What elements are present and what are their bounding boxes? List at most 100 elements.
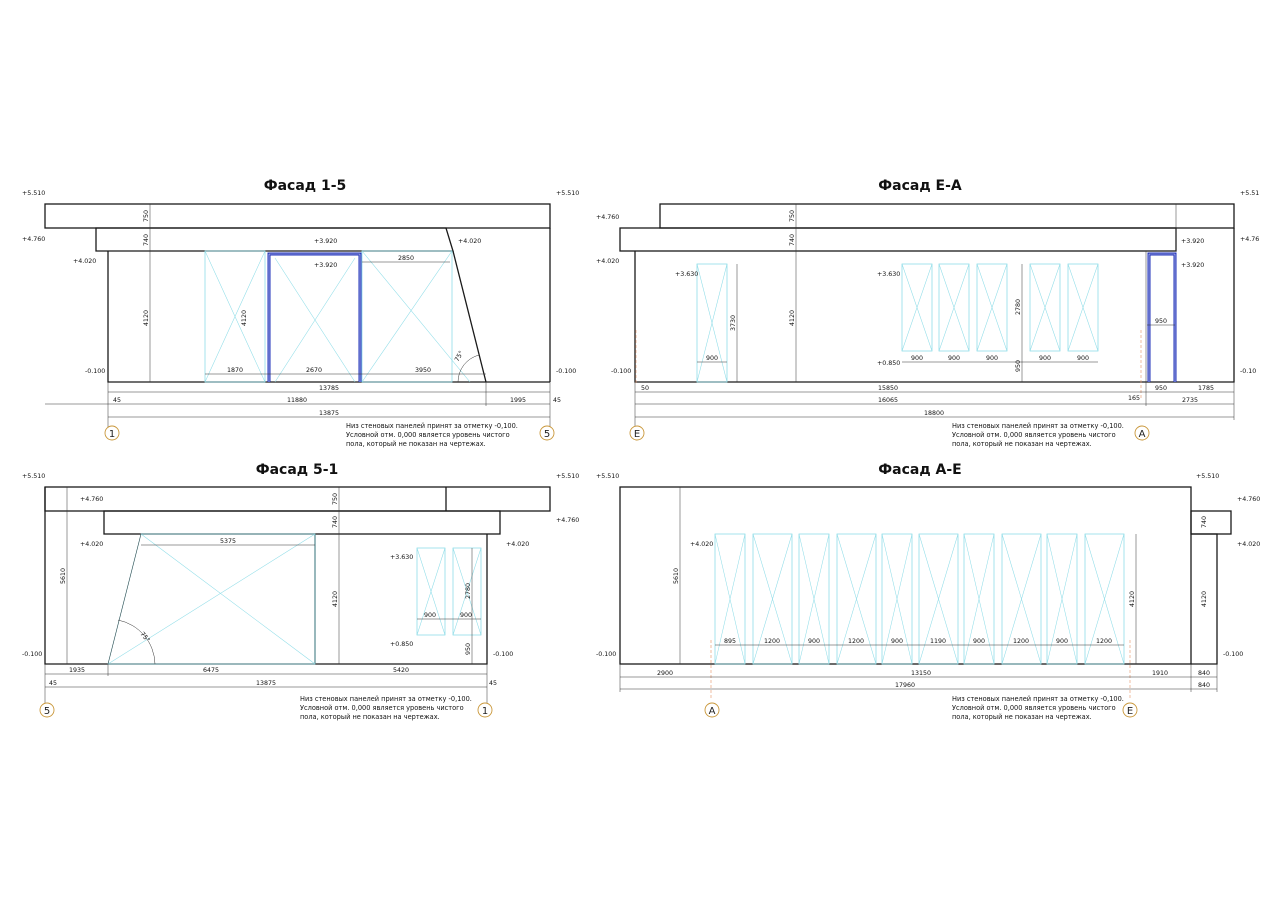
facade-1-5: Фасад 1-5 75° 750 740 4120 4120 2850 187…	[22, 178, 579, 448]
note-line: Условной отм. 0,000 является уровень чис…	[952, 431, 1116, 439]
gate-cross	[107, 533, 316, 665]
wall-outline	[44, 487, 488, 665]
window-cross	[452, 547, 482, 636]
elevation-mark: +4.76	[1240, 236, 1259, 243]
note-line: Условной отм. 0,000 является уровень чис…	[346, 431, 510, 439]
dim-45: 45	[49, 680, 57, 687]
facade-a-e: Фасад А-Е	[596, 462, 1260, 721]
dim-2735: 2735	[1182, 397, 1198, 404]
window-group	[901, 263, 1099, 352]
elevation-mark: +5.510	[556, 473, 579, 480]
dim-11880: 11880	[287, 397, 307, 404]
elevation-mark: +4.020	[80, 541, 103, 548]
note-line: Низ стеновых панелей принят за отметку -…	[300, 695, 472, 703]
window-cross	[696, 263, 728, 383]
axis-label: 5	[544, 429, 550, 440]
roof-band	[619, 227, 1177, 252]
elevation-mark: +3.920	[1181, 262, 1204, 269]
dim-3950: 3950	[415, 367, 431, 374]
elevation-mark: +3.920	[1181, 238, 1204, 245]
window	[901, 263, 933, 352]
facade-title: Фасад А-Е	[878, 462, 961, 478]
axis-marker	[1134, 425, 1150, 441]
dim-4120: 4120	[241, 310, 248, 326]
elevation-mark: +4.020	[690, 541, 713, 548]
window-cross	[752, 533, 793, 665]
window	[452, 547, 482, 636]
dim-900: 900	[973, 638, 985, 645]
elevation-mark: +3.630	[675, 271, 698, 278]
window-cross	[714, 533, 746, 665]
elevation-mark: +5.51	[1240, 190, 1259, 197]
window-cross	[976, 263, 1008, 352]
dim-4120: 4120	[143, 310, 150, 326]
window	[938, 263, 970, 352]
window	[836, 533, 877, 665]
dim-895: 895	[724, 638, 736, 645]
elevation-mark: +3.920	[314, 262, 337, 269]
dim-13150: 13150	[911, 670, 931, 677]
door-frame-inner	[1148, 253, 1176, 382]
window	[976, 263, 1008, 352]
axis-label: 1	[482, 706, 488, 717]
parapet-band	[659, 203, 1235, 229]
parapet-band	[44, 203, 551, 229]
dim-165: 165	[1128, 395, 1140, 402]
note-line: пола, который не показан на чертежах.	[952, 440, 1092, 448]
elevation-mark: +5.510	[556, 190, 579, 197]
dim-2850: 2850	[398, 255, 414, 262]
elevation-mark: -0.100	[596, 651, 616, 658]
dim-13785: 13785	[319, 385, 339, 392]
dim-950: 950	[1155, 385, 1167, 392]
window-cross	[881, 533, 913, 665]
window	[963, 533, 995, 665]
dim-45: 45	[489, 680, 497, 687]
axis-label: 1	[109, 429, 115, 440]
dim-900: 900	[1039, 355, 1051, 362]
window-cross	[963, 533, 995, 665]
note-line: Условной отм. 0,000 является уровень чис…	[952, 704, 1116, 712]
dim-2900: 2900	[657, 670, 673, 677]
elevation-mark: +5.510	[22, 190, 45, 197]
elevation-mark: +4.760	[1237, 496, 1260, 503]
angle-label: 75°	[453, 349, 466, 363]
window	[1001, 533, 1042, 665]
elevation-mark: +4.760	[22, 236, 45, 243]
dim-13875: 13875	[319, 410, 339, 417]
note-line: Низ стеновых панелей принят за отметку -…	[952, 422, 1124, 430]
window	[1084, 533, 1125, 665]
window	[798, 533, 830, 665]
axis-marker	[539, 425, 555, 441]
elevation-mark: +4.020	[73, 258, 96, 265]
dim-16065: 16065	[878, 397, 898, 404]
elevation-mark: +0.850	[390, 641, 413, 648]
glazing-cross	[204, 250, 266, 383]
dim-2780: 2780	[465, 583, 472, 599]
elevation-mark: +4.020	[506, 541, 529, 548]
axis-label: 5	[44, 706, 50, 717]
dim-1200: 1200	[848, 638, 864, 645]
dim-17960: 17960	[895, 682, 915, 689]
elevation-mark: -0.100	[85, 368, 105, 375]
dim-5610: 5610	[673, 568, 680, 584]
dim-4120: 4120	[1129, 591, 1136, 607]
axis-marker	[39, 702, 55, 718]
elevation-mark: +5.510	[596, 473, 619, 480]
dim-1200: 1200	[1013, 638, 1029, 645]
dim-13875: 13875	[256, 680, 276, 687]
angle-arc	[457, 354, 480, 383]
axis-marker	[704, 702, 720, 718]
dim-5375: 5375	[220, 538, 236, 545]
elevation-mark: -0.100	[556, 368, 576, 375]
wall-outline	[634, 228, 1235, 383]
window-band	[714, 533, 1125, 665]
roof-band	[103, 510, 501, 535]
elevation-mark: +3.630	[390, 554, 413, 561]
facade-title: Фасад 5-1	[256, 462, 339, 478]
dim-900: 900	[891, 638, 903, 645]
elevation-mark: +5.510	[22, 473, 45, 480]
window-cross	[1029, 263, 1061, 352]
glazing-panel	[361, 250, 453, 383]
dim-1190: 1190	[930, 638, 946, 645]
elevation-mark: -0.100	[611, 368, 631, 375]
